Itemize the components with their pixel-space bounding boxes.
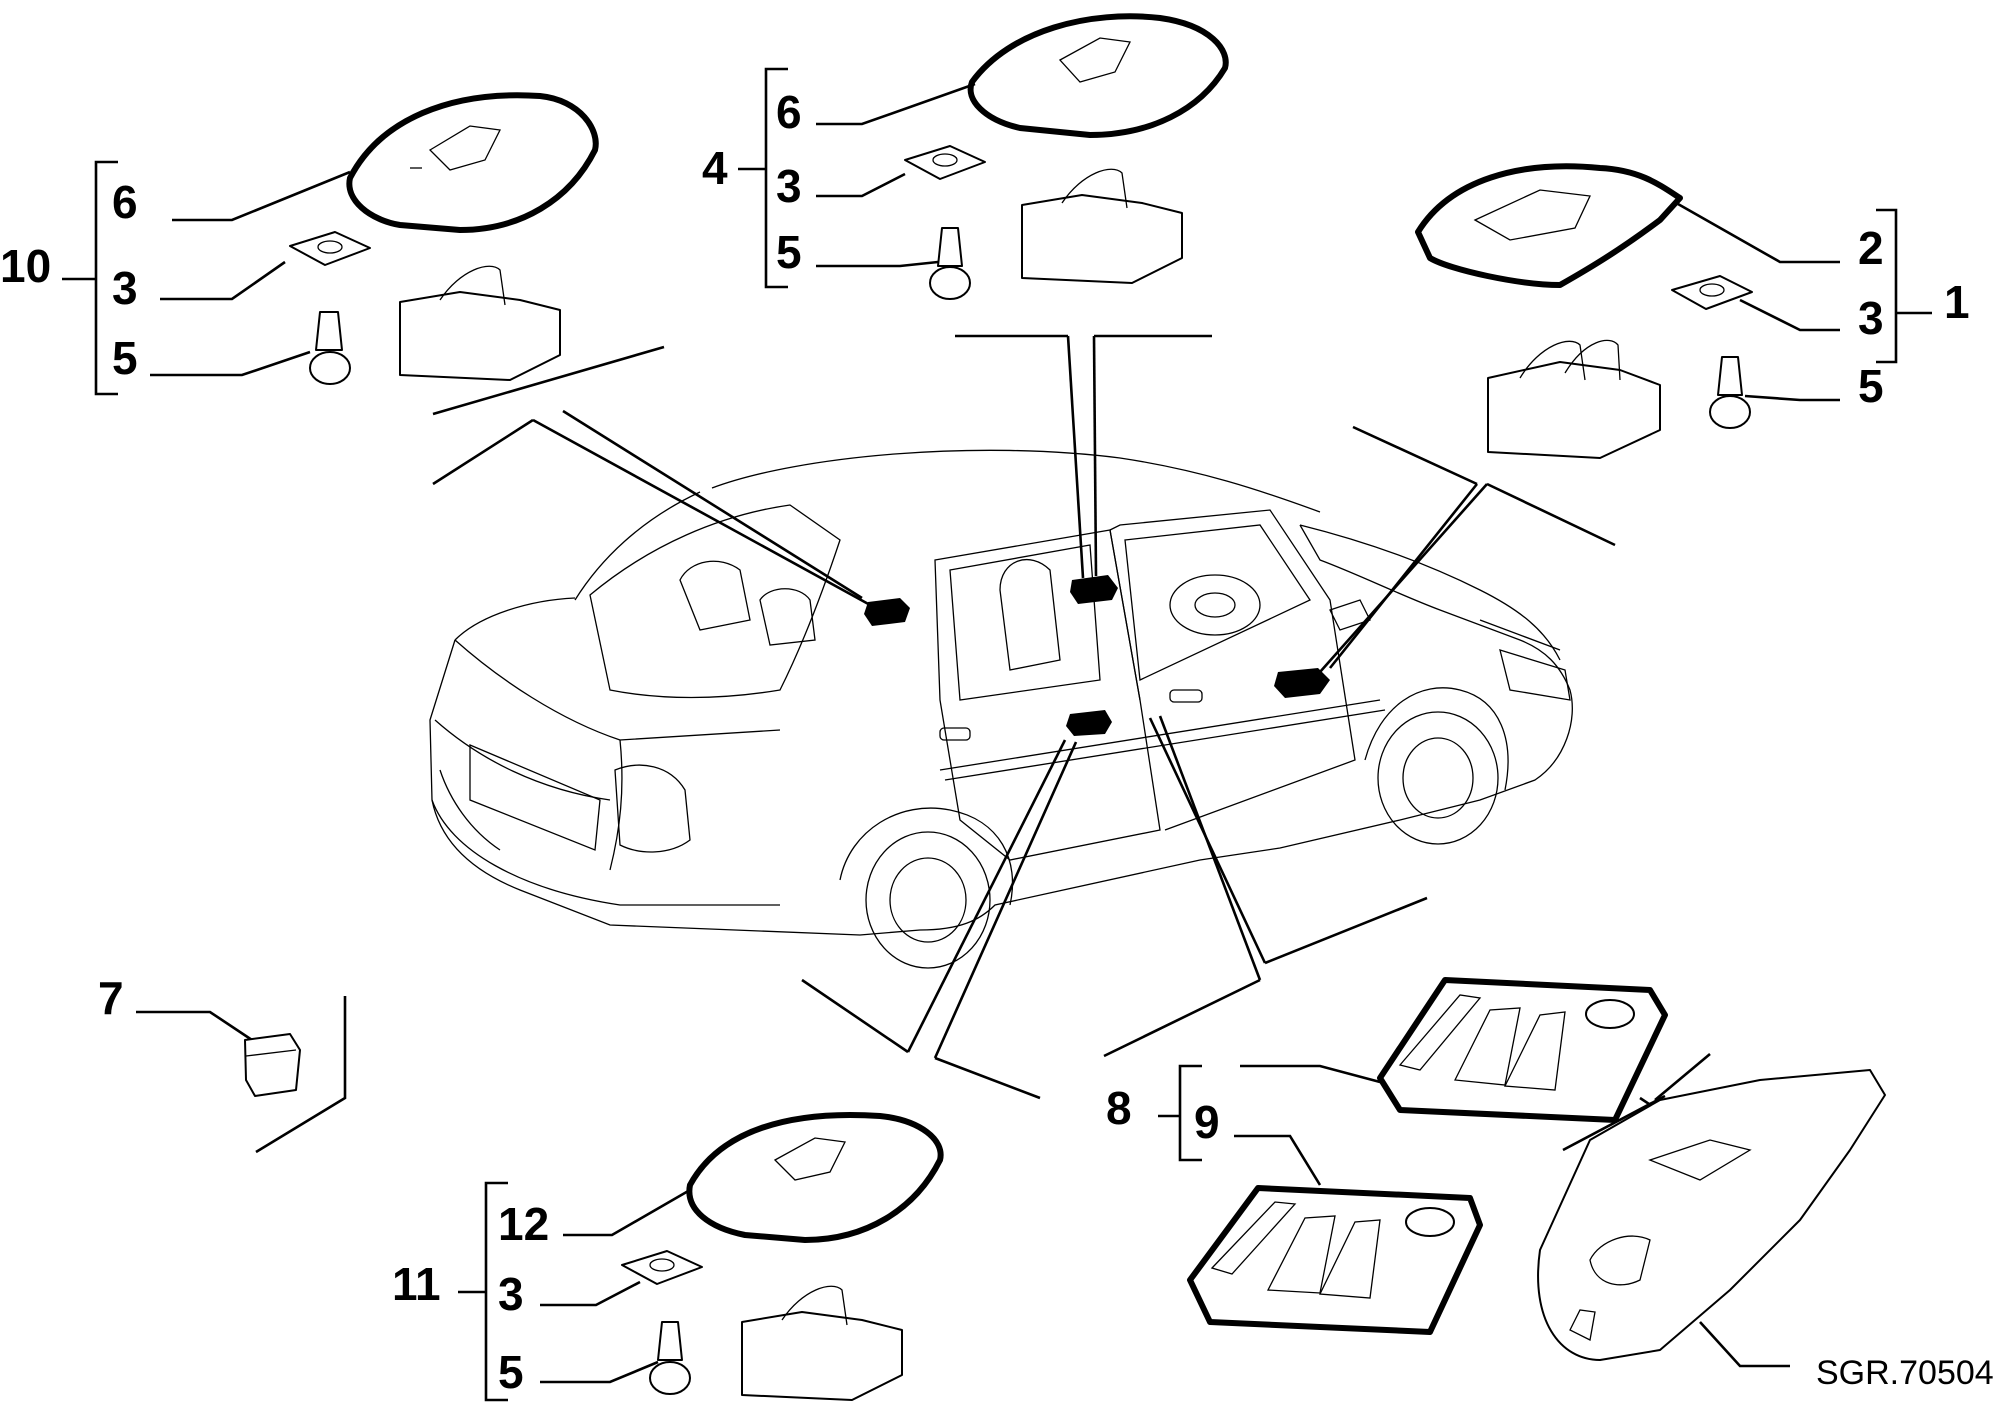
group-4-member-5: 5 [776,226,802,278]
group-label-10: 10 [0,240,51,292]
group-label-4: 4 [702,142,728,194]
clip-3-group-10 [289,231,371,266]
item-label-7: 7 [98,972,124,1024]
housing-group-1 [1487,361,1661,459]
group-11-member-3: 3 [498,1268,524,1320]
screw-5-group-1 [1717,356,1743,396]
group-11-member-12: 12 [498,1198,549,1250]
group-11-member-5: 5 [498,1346,524,1398]
item-7: 7 [98,972,301,1097]
cover-12-group-11 [686,1111,944,1243]
group-label-1: 1 [1944,276,1970,328]
group-4-member-6: 6 [776,86,802,138]
group-8-member-9: 9 [1194,1096,1220,1148]
group-1-member-5: 5 [1858,360,1884,412]
clip-3-group-4 [904,145,986,180]
group-4: 4 6 3 5 [702,13,1229,300]
group-8: 8 9 SGR.70504 [1106,977,1994,1392]
screw-5-group-10 [315,311,343,351]
group-10-member-6: 6 [112,176,138,228]
clip-3-group-1 [1671,275,1753,310]
group-1-member-3: 3 [1858,292,1884,344]
screw-5-group-4 [937,227,963,267]
group-1: 1 2 3 5 [1415,163,1970,459]
group-1-member-2: 2 [1858,222,1884,274]
relay-7 [244,1033,301,1097]
clip-3-group-11 [621,1250,703,1285]
group-label-8: 8 [1106,1082,1132,1134]
housing-group-10 [399,291,561,381]
cover-6-group-4 [967,13,1229,138]
car-illustration [429,449,1573,969]
cover-6-group-10 [346,92,599,233]
screw-5-group-11 [657,1321,683,1361]
center-console [1537,1069,1886,1361]
leader-lines [255,334,1711,1154]
group-10: 10 6 3 5 [0,92,599,396]
reference-code: SGR.70504 [1816,1354,1994,1392]
group-label-11: 11 [392,1258,441,1310]
housing-group-4 [1021,194,1183,284]
group-10-member-5: 5 [112,332,138,384]
group-4-member-3: 3 [776,160,802,212]
group-10-member-3: 3 [112,262,138,314]
cover-2-group-1 [1415,163,1683,288]
group-11: 11 12 3 5 [392,1111,944,1402]
housing-group-11 [741,1311,903,1401]
